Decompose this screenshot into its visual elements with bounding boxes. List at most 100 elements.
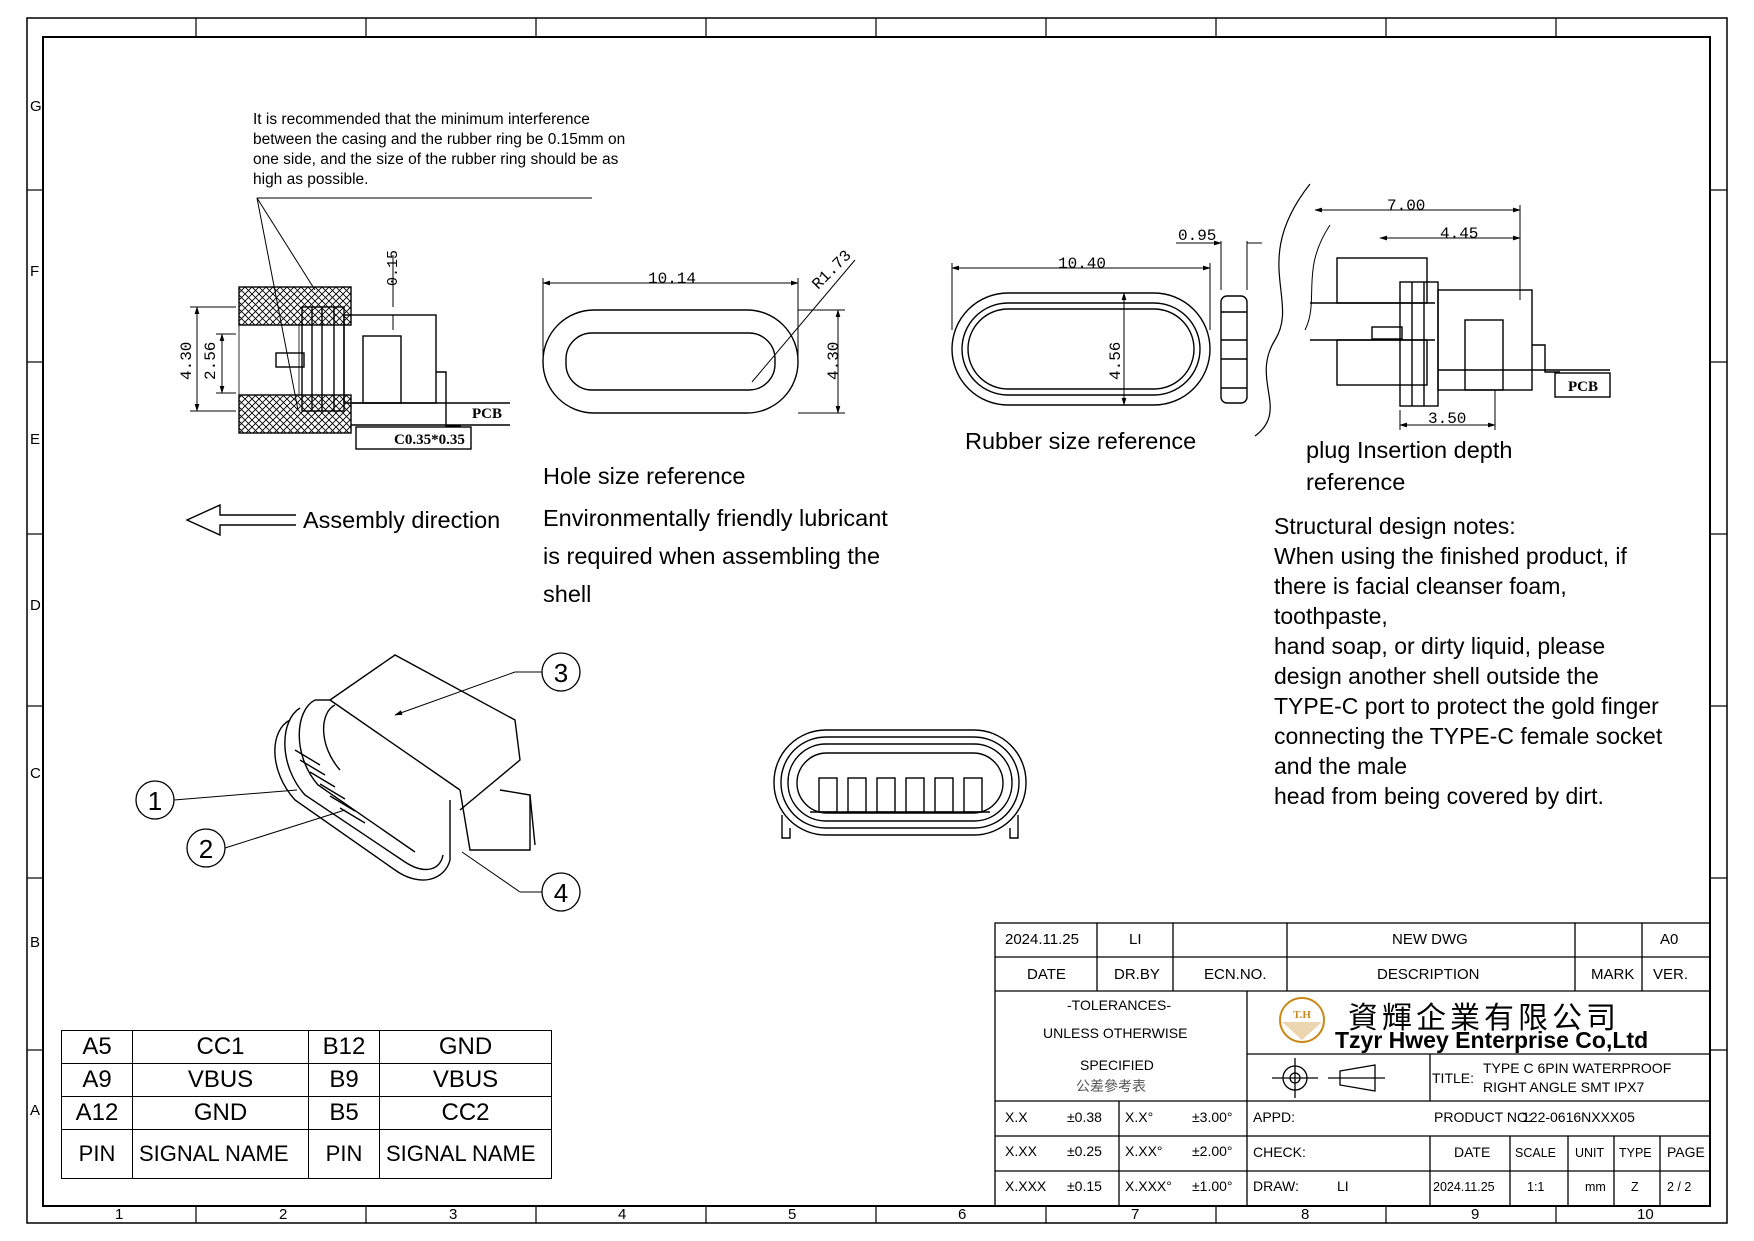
signal-cell: VBUS xyxy=(379,1063,552,1097)
zone-row-c: C xyxy=(30,765,41,782)
val-type: Z xyxy=(1631,1180,1639,1194)
hdr-drby: DR.BY xyxy=(1114,966,1160,983)
tol-xx: X.X xyxy=(1005,1109,1028,1125)
balloon-2-label: 2 xyxy=(199,834,213,864)
lubricant-note: Environmentally friendly lubricant is re… xyxy=(543,505,888,607)
tol-xxxx-deg-val: ±1.00° xyxy=(1192,1178,1233,1194)
zone-col-9: 9 xyxy=(1471,1206,1480,1223)
signal-cell: GND xyxy=(379,1030,552,1064)
val-scale: 1:1 xyxy=(1527,1180,1545,1194)
zone-row-b: B xyxy=(30,934,41,951)
dim-rubber-thick: 0.95 xyxy=(1178,227,1216,245)
pin-cell: B5 xyxy=(308,1096,380,1130)
draw-label: DRAW: xyxy=(1253,1178,1299,1194)
structural-notes: Structural design notes: When using the … xyxy=(1274,513,1663,809)
appd-label: APPD: xyxy=(1253,1109,1296,1125)
balloon-1-label: 1 xyxy=(148,786,162,816)
pin-cell: B12 xyxy=(308,1030,380,1064)
hdr-ecn: ECN.NO. xyxy=(1204,966,1267,983)
col-unit: UNIT xyxy=(1575,1146,1605,1160)
tolerances-line2: UNLESS OTHERWISE xyxy=(1043,1025,1188,1041)
zone-col-1: 1 xyxy=(115,1206,124,1223)
assembly-direction-label: Assembly direction xyxy=(303,507,501,533)
table-row: A9 VBUS B9 VBUS xyxy=(61,1063,552,1097)
zone-col-2: 2 xyxy=(279,1206,288,1223)
dim-plug-445: 4.45 xyxy=(1440,225,1478,243)
zone-row-a: A xyxy=(30,1102,41,1119)
zone-col-5: 5 xyxy=(788,1206,797,1223)
hole-size-label: Hole size reference xyxy=(543,463,746,489)
val-date: 2024.11.25 xyxy=(1433,1180,1495,1194)
signal-cell: CC1 xyxy=(132,1030,309,1064)
tol-xx-val: ±0.38 xyxy=(1067,1109,1102,1125)
balloon-2 xyxy=(186,828,226,868)
title-block: 2024.11.25 LI NEW DWG A0 DATE DR.BY ECN.… xyxy=(995,923,1710,1206)
label-pcb-left: PCB xyxy=(472,406,502,422)
zone-col-7: 7 xyxy=(1131,1206,1140,1223)
rubber-size-label: Rubber size reference xyxy=(965,428,1197,454)
dim-plug-700: 7.00 xyxy=(1387,197,1425,215)
tol-xxx: X.XX xyxy=(1005,1143,1037,1159)
zone-row-e: E xyxy=(30,431,41,448)
rev-by: LI xyxy=(1129,931,1142,948)
isometric-connector xyxy=(274,654,536,881)
val-unit: mm xyxy=(1585,1180,1606,1194)
tol-xxxx: X.XXX xyxy=(1005,1178,1047,1194)
rubber-size-view xyxy=(951,240,1262,406)
tolerances-title: -TOLERANCES- xyxy=(1067,997,1171,1013)
dim-chamfer: C0.35*0.35 xyxy=(394,432,465,448)
col-type: TYPE xyxy=(1619,1146,1652,1160)
hdr-date: DATE xyxy=(1027,966,1066,983)
projection-symbol-icon xyxy=(1272,1058,1385,1098)
plug-insertion-view xyxy=(1254,183,1611,437)
product-no: 122-0616NXXX05 xyxy=(1522,1109,1635,1125)
rev-date: 2024.11.25 xyxy=(1005,931,1079,948)
dim-rubber-height: 4.56 xyxy=(1107,342,1125,380)
outer-frame xyxy=(26,17,1728,1224)
zone-col-4: 4 xyxy=(618,1206,627,1223)
signal-cell: GND xyxy=(132,1096,309,1130)
zone-col-10: 10 xyxy=(1637,1206,1654,1223)
zone-col-6: 6 xyxy=(958,1206,967,1223)
header-pin: PIN xyxy=(61,1129,133,1179)
dim-side-256: 2.56 xyxy=(202,342,220,380)
front-view xyxy=(773,729,1027,839)
tol-xx-deg-val: ±3.00° xyxy=(1192,1109,1233,1125)
hdr-desc: DESCRIPTION xyxy=(1377,966,1480,983)
tol-xxx-val: ±0.25 xyxy=(1067,1143,1102,1159)
check-label: CHECK: xyxy=(1253,1144,1306,1160)
zone-col-3: 3 xyxy=(449,1206,458,1223)
signal-cell: VBUS xyxy=(132,1063,309,1097)
table-row: A12 GND B5 CC2 xyxy=(61,1096,552,1130)
tol-xxxx-deg: X.XXX° xyxy=(1125,1178,1172,1194)
tol-xxx-deg: X.XX° xyxy=(1125,1143,1163,1159)
drawer-name: LI xyxy=(1337,1178,1349,1194)
svg-text:T.H: T.H xyxy=(1293,1009,1311,1021)
company-name-en: Tzyr Hwey Enterprise Co,Ltd xyxy=(1335,1027,1649,1053)
pin-signal-table: A5 CC1 B12 GND A9 VBUS B9 VBUS A12 GND B… xyxy=(61,1030,552,1179)
title-line2: RIGHT ANGLE SMT IPX7 xyxy=(1483,1079,1645,1095)
pin-cell: A12 xyxy=(61,1096,133,1130)
dim-side-015: 0.15 xyxy=(385,250,402,286)
tol-xxx-deg-val: ±2.00° xyxy=(1192,1143,1233,1159)
title-label: TITLE: xyxy=(1432,1070,1475,1086)
pin-cell: B9 xyxy=(308,1063,380,1097)
hdr-mark: MARK xyxy=(1591,966,1635,983)
hdr-ver: VER. xyxy=(1653,966,1689,983)
dim-rubber-width: 10.40 xyxy=(1058,255,1106,273)
assembly-arrow xyxy=(185,503,296,537)
col-page: PAGE xyxy=(1667,1144,1705,1160)
rev-ver: A0 xyxy=(1660,931,1679,948)
interference-note: It is recommended that the minimum inter… xyxy=(253,111,626,188)
dim-hole-width: 10.14 xyxy=(648,270,696,288)
company-name-cn: 資輝企業有限公司 xyxy=(1348,1001,1620,1036)
col-scale: SCALE xyxy=(1515,1146,1556,1160)
header-signal-name: SIGNAL NAME xyxy=(379,1129,552,1179)
pin-cell: A9 xyxy=(61,1063,133,1097)
balloon-3 xyxy=(541,652,581,692)
table-header-row: PIN SIGNAL NAME PIN SIGNAL NAME xyxy=(61,1129,552,1179)
tolerances-line3: SPECIFIED xyxy=(1080,1057,1154,1073)
zone-row-d: D xyxy=(30,597,41,614)
dim-hole-height: 4.30 xyxy=(825,342,843,380)
